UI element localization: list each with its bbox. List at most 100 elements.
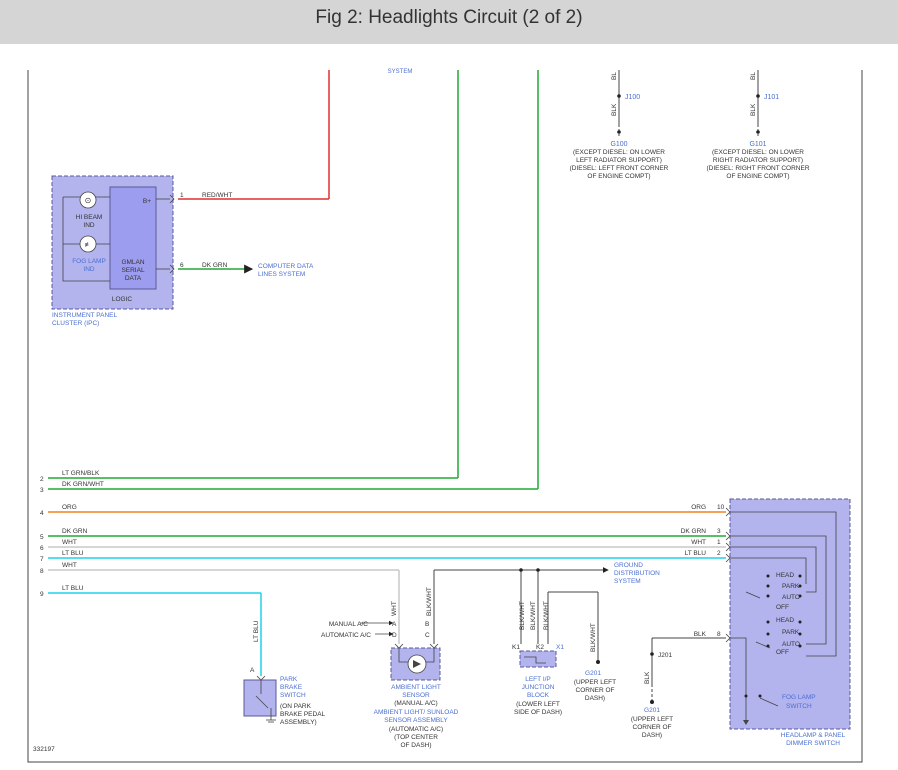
g101-wire: BLK [750,103,757,116]
horizontal-wires [48,477,726,676]
ambient-name-manual: (MANUAL A/C) [394,700,437,707]
wire-num-3: 3 [40,487,44,494]
logic-label: LOGIC [112,296,133,303]
title-bar: Fig 2: Headlights Circuit (2 of 2) [0,0,898,44]
right-wire-ltblu: LT BLU [685,550,707,557]
right-pin-10: 10 [717,504,725,511]
ground-g201-b: J201 BLK BLK 8 [644,631,726,704]
switch-pos2-auto: AUTO [782,641,800,648]
fog-switch-1: FOG LAMP [782,694,816,701]
g100-desc-3: (DIESEL: LEFT FRONT CORNER [570,165,669,172]
ipc-pin6: 6 [180,262,184,269]
svg-text:≢: ≢ [85,242,92,249]
fog-lamp-indicator-icon [79,235,97,253]
right-wire-wht: WHT [691,539,706,546]
g201b-desc-2: CORNER OF [633,724,672,731]
g201b-desc-3: DASH) [642,732,662,739]
park-brake-switch: LT BLU A [243,620,277,723]
fog-lamp-label-2: IND [83,266,95,273]
g201a-desc-2: CORNER OF [576,687,615,694]
g100-junction: J100 [625,94,640,101]
g100-wire: BLK [611,103,618,116]
park-brake-desc-3: ASSEMBLY) [280,719,317,726]
park-brake-name-3: SWITCH [280,692,306,699]
wire-num-4: 4 [40,510,44,517]
ambient-pin-b: B [425,621,429,628]
wire-num-7: 7 [40,556,44,563]
ambient-name-2: SENSOR [402,692,430,699]
gmlan-label-3: DATA [125,275,142,282]
bplus-label: B+ [143,198,151,205]
data-target-2: LINES SYSTEM [258,271,305,278]
g101-desc-4: OF ENGINE COMPT) [726,173,789,180]
g101-desc-2: RIGHT RADIATOR SUPPORT) [713,157,803,164]
g201b-wire: BLK [644,671,651,684]
park-brake-name-2: BRAKE [280,684,303,691]
switch-pos1-park: PARK [782,583,800,590]
g100-desc-4: OF ENGINE COMPT) [587,173,650,180]
hi-beam-label-1: HI BEAM [76,214,103,221]
ipc-name-2: CLUSTER (IPC) [52,320,99,327]
wire-num-6: 6 [40,545,44,552]
headlamp-switch-name-1: HEADLAMP & PANEL [781,732,846,739]
right-wire-blk: BLK [694,631,707,638]
hi-beam-label-2: IND [83,222,95,229]
pin6-connector [169,264,175,274]
park-brake-name-1: PARK [280,676,298,683]
ambient-sunload-2: SENSOR ASSEMBLY [384,717,448,724]
junction-desc-2: SIDE OF DASH) [514,709,562,716]
ambient-automatic: AUTOMATIC A/C [321,632,371,639]
ground-g101: BL J101 BLK G101 (EXCEPT DIESEL: ON LOWE… [706,70,810,180]
svg-text:⊙: ⊙ [85,196,92,205]
g101-desc-3: (DIESEL: RIGHT FRONT CORNER [706,165,809,172]
wire-num-2: 2 [40,476,44,483]
pin1-connector [169,194,175,204]
fog-lamp-label-1: FOG LAMP [72,258,106,265]
ipc-wire6-label: DK GRN [202,262,228,269]
hi-beam-indicator-icon [79,191,97,209]
wire-label-7: LT BLU [62,550,84,557]
switch-pos1-head: HEAD [776,572,794,579]
junction-wire-2: BLK/WHT [530,601,537,630]
g201b-label: G201 [644,707,660,714]
ambient-pin-c: C [425,632,430,639]
ambient-desc-2: (TOP CENTER [394,734,438,741]
headlights-circuit-diagram: SYSTEM BL J100 BLK G100 (EXCEPT DIESEL: … [27,69,863,763]
g101-wire-top: BL [750,72,757,80]
junction-k2: K2 [536,644,544,651]
ground-dist-3: SYSTEM [614,578,641,585]
ambient-desc-3: OF DASH) [400,742,431,749]
g201b-desc-1: (UPPER LEFT [631,716,673,723]
wire-label-6: WHT [62,539,77,546]
park-brake-pin: A [250,667,255,674]
ipc-pin1: 1 [180,192,184,199]
switch-pos2-off: OFF [776,649,789,656]
switch-pos1-off: OFF [776,604,789,611]
headlamp-panel-dimmer-switch: HEAD PARK AUTO OFF HEAD PARK AUTO OFF FO… [725,498,851,730]
junction-x1: X1 [556,644,564,651]
g201b-junction: J201 [658,652,672,659]
junction-name-3: BLOCK [527,692,550,699]
headlamp-switch-name-2: DIMMER SWITCH [786,740,840,747]
g101-desc-1: (EXCEPT DIESEL: ON LOWER [712,149,804,156]
g100-label: G100 [610,141,627,148]
ambient-sunload-1: AMBIENT LIGHT/ SUNLOAD [374,709,459,716]
wire-label-4: ORG [62,504,77,511]
junction-wire-1: BLK/WHT [519,601,526,630]
fog-switch-2: SWITCH [786,703,812,710]
junction-wire-3: BLK/WHT [543,601,550,630]
g101-label: G101 [749,141,766,148]
g100-desc-2: LEFT RADIATOR SUPPORT) [576,157,662,164]
park-brake-desc-1: (ON PARK [280,703,312,710]
g201a-label: G201 [585,670,601,677]
wire-label-2: LT GRN/BLK [62,470,100,477]
ambient-manual: MANUAL A/C [329,621,368,628]
instrument-panel-cluster: ⊙ ≢ HI BEAM IND FOG LAMP IND B+ GMLAN SE… [51,175,175,310]
junction-k1: K1 [512,644,520,651]
ground-dist-1: GROUND [614,562,643,569]
ipc-wire1-label: RED/WHT [202,192,232,199]
right-pin-8: 8 [717,631,721,638]
park-brake-desc-2: BRAKE PEDAL [280,711,326,718]
wire-num-8: 8 [40,568,44,575]
g201a-desc-3: DASH) [585,695,605,702]
